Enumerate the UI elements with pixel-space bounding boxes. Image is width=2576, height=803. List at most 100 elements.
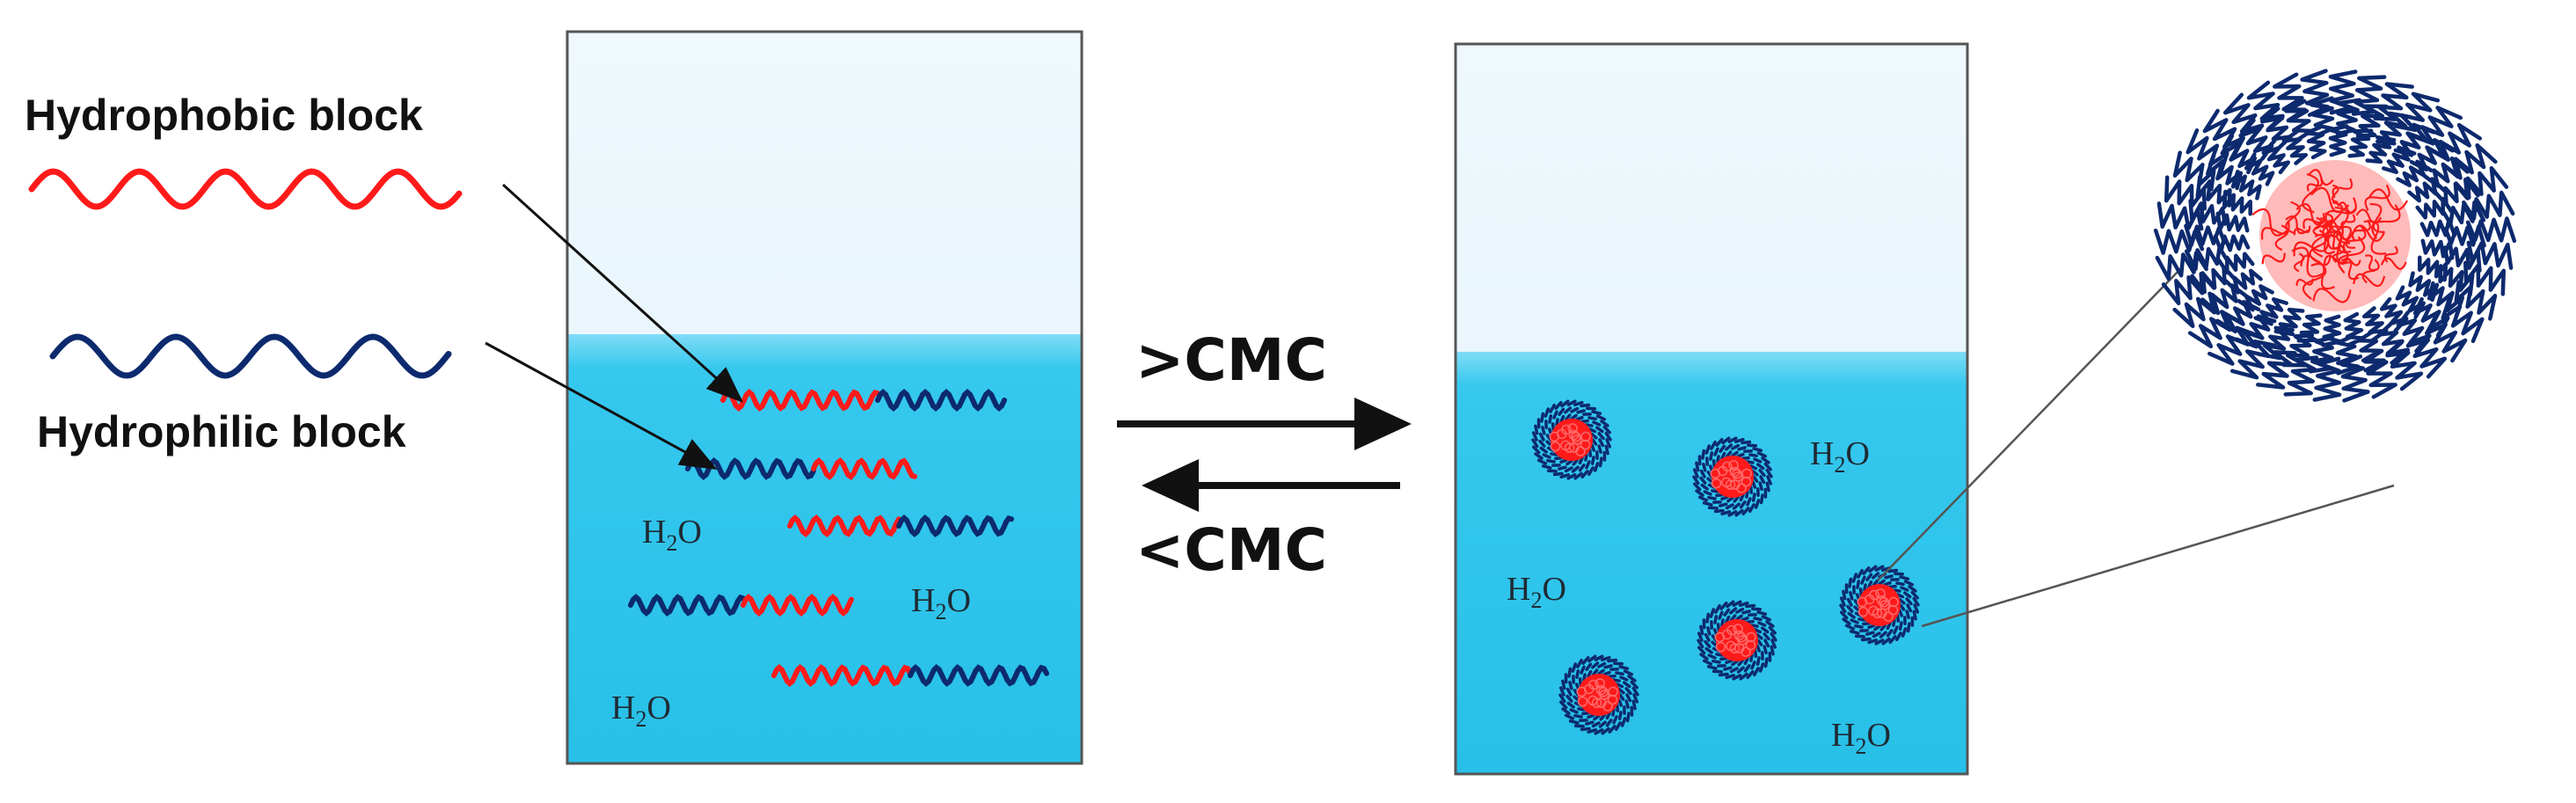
micelle-shell-chain: [1559, 473, 1571, 479]
micelle-shell-chain: [1597, 661, 1607, 668]
micelle-shell-chain: [1707, 506, 1719, 510]
micelle-shell-chain: [1735, 614, 1743, 621]
micelle-shell-chain: [1571, 465, 1580, 473]
unimer-hydrophobic-segment: [771, 664, 913, 687]
shell-hydrophilic-chain: [2186, 128, 2229, 173]
micelle-shell-chain: [1573, 400, 1584, 406]
micelle-shell-chain: [1761, 615, 1772, 622]
hydrophilic-block-label: Hydrophilic block: [37, 407, 406, 456]
micelle-core-chain: [1864, 594, 1875, 605]
micelle-core-chain: [1733, 624, 1743, 634]
micelle-shell-chain: [1593, 714, 1601, 721]
shell-hydrophilic-chain: [2237, 284, 2274, 312]
micelle-shell-chain: [1758, 662, 1765, 673]
micelle-shell-chain: [1727, 436, 1738, 443]
micelle-shell-chain: [1714, 603, 1721, 614]
micelle-shell-chain: [1720, 618, 1725, 627]
micelle-shell-chain: [1531, 431, 1538, 442]
micelle-shell-chain: [1539, 446, 1548, 454]
micelle-shell-chain: [1746, 670, 1755, 680]
micelle-shell-chain: [1585, 662, 1593, 671]
micelle-shell-chain: [1884, 574, 1894, 580]
micelle-shell-chain: [1719, 657, 1728, 661]
micelle-core-chain: [1596, 697, 1607, 708]
micelle-shell-chain: [1840, 610, 1849, 620]
micelle-shell-chain: [1731, 443, 1740, 450]
micelle-shell-chain: [1726, 600, 1735, 609]
hydrophobic-block-label: Hydrophobic block: [25, 91, 423, 140]
micelle-shell-chain: [1710, 440, 1717, 450]
micelle-shell-chain: [1896, 614, 1901, 623]
micelle-core-chain: [1725, 479, 1736, 490]
micelle-core-chain: [1741, 468, 1752, 479]
micelle-shell-chain: [1752, 447, 1763, 452]
micelle-shell-chain: [1903, 580, 1915, 587]
micelle-shell-chain: [1715, 493, 1724, 498]
shell-hydrophilic-chain: [2222, 189, 2252, 216]
micelle-shell-chain: [1736, 666, 1745, 674]
micelle-shell-chain: [1910, 590, 1919, 600]
micelle-shell-chain: [1905, 610, 1910, 619]
micelle-shell-chain: [1617, 711, 1623, 720]
shell-hydrophilic-chain: [2361, 306, 2389, 342]
shell-hydrophilic-chain: [2395, 285, 2426, 319]
micelle-shell-chain: [1850, 618, 1859, 624]
water-label-subscript: 2: [935, 599, 946, 624]
shell-hydrophilic-chain: [2385, 339, 2424, 391]
core-hydrophobic-chain: [2380, 257, 2407, 270]
micelle-shell-chain: [1573, 471, 1583, 480]
micelle-shell-chain: [1894, 572, 1905, 576]
unimer-hydrophobic-segment: [720, 388, 880, 412]
micelle-shell-chain: [1711, 640, 1719, 647]
micelle-shell-chain: [1566, 701, 1575, 709]
above-cmc-label: >CMC: [1135, 326, 1327, 394]
micelle-shell-chain: [1718, 672, 1729, 677]
micelle-shell-chain: [1568, 681, 1573, 690]
micelle-shell-chain: [1893, 625, 1899, 635]
micelle-shell-chain: [1753, 457, 1762, 464]
micelle-shell-chain: [1623, 681, 1631, 689]
micelle-core-chain: [1875, 588, 1886, 599]
micelle-shell-chain: [1725, 659, 1733, 665]
micelle-shell-chain: [1748, 503, 1755, 514]
micelle-core-chain: [1595, 684, 1607, 696]
micelle-core-chain: [1594, 678, 1605, 689]
micelle-shell-chain: [1763, 462, 1772, 471]
micelle-shell-chain: [1692, 468, 1699, 478]
shell-hydrophilic-chain: [2215, 211, 2250, 233]
micelle-core-chain: [1888, 596, 1899, 608]
core-hydrophobic-chain: [2314, 233, 2336, 255]
micelle-shell-chain: [1695, 489, 1704, 497]
shell-hydrophilic-chain: [2442, 142, 2498, 180]
micelle-shell-chain: [1732, 600, 1742, 607]
free-unimers: [628, 388, 1049, 687]
micelle-shell-chain: [1741, 507, 1750, 516]
micelle-shell-chain: [1576, 658, 1583, 668]
micelle-shell-chain: [1751, 480, 1757, 489]
micelle-shell-chain: [1849, 630, 1860, 635]
micelle-shell-chain: [1600, 655, 1611, 661]
micelle-shell-chain: [1592, 420, 1602, 427]
micelle-shell-chain: [1595, 426, 1604, 434]
micelle-shell-chain: [1851, 573, 1858, 583]
micelle-shell-chain: [1713, 615, 1719, 624]
micelle-shell-chain: [1770, 639, 1777, 649]
shell-hydrophilic-chain: [2244, 152, 2275, 186]
micelle-shell-chain: [1588, 427, 1597, 434]
micelle-shell-chain: [1631, 686, 1639, 697]
micelle-shell-chain: [1558, 686, 1565, 697]
micelle-shell-chain: [1605, 438, 1612, 449]
micelle-shell-chain: [1581, 712, 1590, 716]
micelle-shell-chain: [1737, 659, 1744, 667]
shell-hydrophilic-chain: [2343, 311, 2366, 347]
micelle-shell-chain: [1770, 645, 1775, 656]
shell-hydrophilic-chain: [2408, 271, 2440, 303]
micelle-core-chain: [1580, 439, 1591, 450]
micelle-shell-chain: [1711, 669, 1723, 674]
micelle-shell-chain: [1554, 456, 1563, 461]
micelle-shell-chain: [1625, 693, 1632, 703]
micelle-shell-chain: [1874, 565, 1885, 572]
water-label: H2O: [911, 582, 971, 624]
micelle-core-chain: [1567, 423, 1578, 434]
unimer-hydrophilic-segment: [875, 389, 1007, 412]
